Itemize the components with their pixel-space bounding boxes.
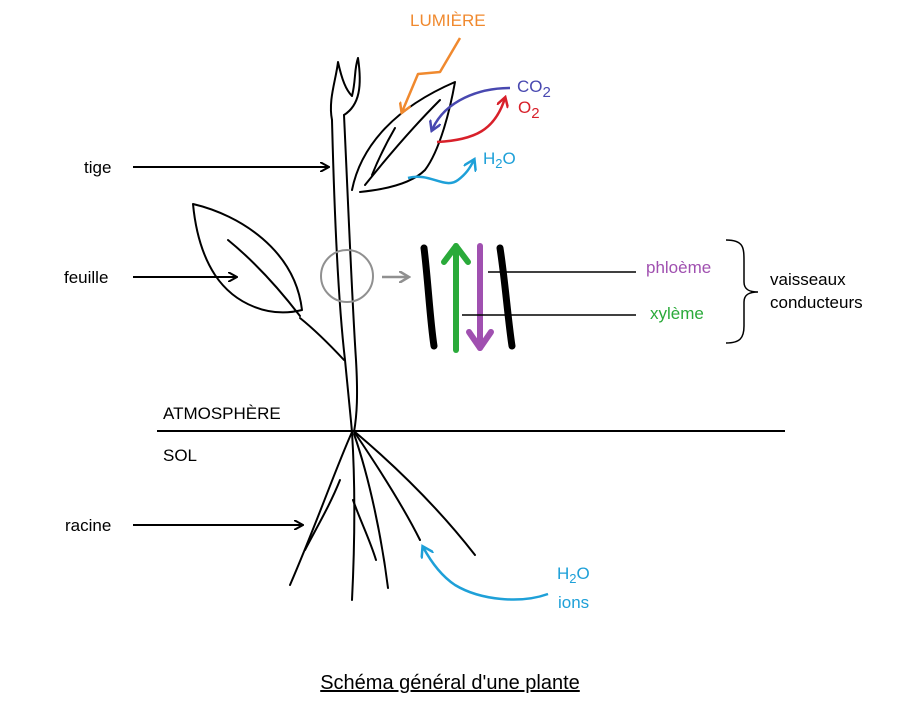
stem-inner [343, 114, 359, 433]
label-feuille: feuille [64, 268, 108, 287]
label-h2o-bottom: H2O [557, 564, 590, 586]
label-xyleme: xylème [650, 304, 704, 323]
xyleme-arrow [441, 243, 471, 353]
co2-arrow [432, 86, 511, 130]
stem [331, 119, 353, 433]
upper-leaf [351, 81, 456, 193]
h2o-ions-arrow [423, 547, 549, 601]
root-3 [353, 433, 389, 589]
lower-leaf-vein [227, 239, 301, 317]
label-co2: CO2 [517, 77, 551, 101]
root-6 [352, 499, 377, 561]
label-phloeme: phloème [646, 258, 711, 277]
label-atmosphere: ATMOSPHÈRE [163, 404, 281, 423]
upper-leaf-vein2 [371, 127, 396, 176]
h2o-top-arrow [407, 160, 474, 185]
leaf-branch [299, 317, 345, 361]
label-o2: O2 [518, 98, 540, 122]
label-vaisseaux: vaisseaux [770, 270, 846, 289]
label-h2o-top: H2O [483, 149, 516, 171]
label-lumiere: LUMIÈRE [410, 11, 486, 30]
root-4 [354, 432, 421, 541]
root-2 [351, 431, 356, 601]
lumiere-arrow [402, 37, 462, 112]
vessel-walls [420, 244, 516, 350]
root-5 [354, 431, 476, 556]
zoom-circle [320, 249, 374, 303]
bud [329, 57, 361, 121]
label-tige: tige [84, 158, 111, 177]
root-1 [289, 431, 353, 586]
upper-leaf-vein [364, 99, 441, 186]
title-wrap: Schéma général d'une plante [0, 672, 900, 695]
lower-leaf [192, 203, 303, 314]
plant-drawing [192, 57, 476, 601]
label-conducteurs: conducteurs [770, 293, 863, 312]
label-ions: ions [558, 593, 589, 612]
label-sol: SOL [163, 446, 197, 465]
label-racine: racine [65, 516, 111, 535]
root-7 [304, 479, 341, 551]
diagram-title: Schéma général d'une plante [320, 672, 580, 694]
phloeme-arrow [466, 243, 494, 351]
o2-arrow [436, 98, 505, 144]
vessels-brace [725, 239, 759, 344]
